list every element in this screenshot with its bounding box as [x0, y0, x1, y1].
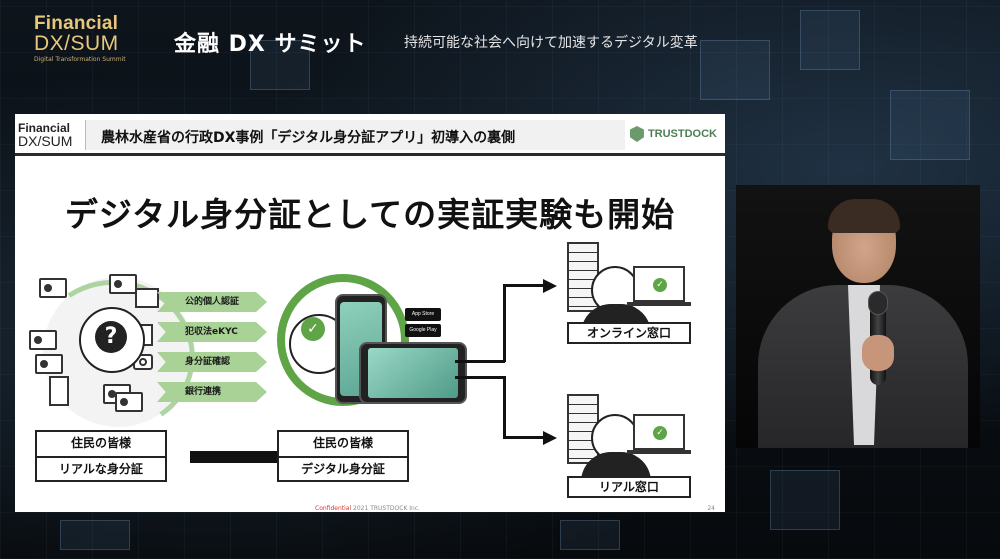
slide-headline: デジタル身分証としての実証実験も開始 [64, 195, 676, 234]
event-title: 金融 DX サミット [174, 32, 367, 57]
slide-logo: Financial DX/SUM [18, 122, 84, 152]
slide-title-bar [85, 120, 625, 150]
slide-page-number: 24 [707, 505, 715, 512]
resident-real-id-box: 住民の皆様 リアルな身分証 [35, 430, 167, 482]
laptop-icon: ✓ [633, 266, 685, 302]
real-counter-label: リアル窓口 [567, 476, 691, 498]
laptop-base [627, 450, 691, 454]
slide-footer: Confidential 2021 TRUSTDOCK Inc. [315, 505, 420, 512]
trustdock-logo: TRUSTDOCK [629, 126, 717, 142]
transition-arrow [190, 443, 294, 471]
speaker-hair [828, 199, 900, 233]
speaker-video [736, 185, 980, 448]
resident-label: 住民の皆様 [70, 436, 131, 450]
shield-icon [629, 126, 644, 142]
laptop-base [627, 302, 691, 306]
resident-label: 住民の皆様 [312, 436, 373, 450]
check-icon: ✓ [653, 278, 667, 292]
arrow-label-public-auth: 公的個人認証 [157, 292, 267, 312]
check-icon: ✓ [653, 426, 667, 440]
slide-header: Financial DX/SUM 農林水産省の行政DX事例「デジタル身分証アプリ… [15, 114, 725, 156]
background-tile [700, 40, 770, 100]
real-id-label: リアルな身分証 [37, 456, 165, 480]
id-card-icon [109, 274, 137, 294]
resident-digital-id-box: 住民の皆様 デジタル身分証 [277, 430, 409, 482]
document-icon [135, 288, 159, 308]
copyright-label: 2021 TRUSTDOCK Inc. [353, 505, 421, 512]
event-logo-tagline: Digital Transformation Summit [34, 56, 126, 63]
arrow-head [543, 279, 557, 293]
background-tile [800, 10, 860, 70]
event-logo-line2: DX/SUM [34, 32, 119, 55]
google-play-badge: Google Play [405, 324, 441, 337]
background-tile [560, 520, 620, 550]
event-subtitle: 持続可能な社会へ向けて加速するデジタル変革 [404, 35, 698, 51]
arrow-head [543, 431, 557, 445]
app-store-badge: App Store [405, 308, 441, 321]
microphone-head [868, 291, 888, 315]
slide-logo-line1: Financial [18, 121, 71, 135]
question-mark-icon: ? [95, 321, 127, 353]
company-name: TRUSTDOCK [647, 128, 717, 140]
arrow-label-ekyc: 犯収法eKYC [157, 322, 267, 342]
confidential-label: Confidential [315, 505, 352, 512]
id-card-icon [35, 354, 63, 374]
speaker-hand [862, 335, 894, 371]
connector-line [503, 284, 543, 287]
connector-line [455, 360, 505, 363]
event-logo: Financial DX/SUM Digital Transformation … [34, 14, 130, 63]
check-icon: ✓ [301, 317, 325, 341]
laptop-icon: ✓ [633, 414, 685, 450]
arrow-label-id-check: 身分証確認 [157, 352, 267, 372]
event-logo-line1: Financial [34, 13, 119, 34]
background-tile [250, 40, 310, 90]
presentation-slide: Financial DX/SUM 農林水産省の行政DX事例「デジタル身分証アプリ… [15, 114, 725, 512]
connector-line [503, 436, 543, 439]
id-card-icon [115, 392, 143, 412]
id-card-icon [29, 330, 57, 350]
slide-header-title: 農林水産省の行政DX事例「デジタル身分証アプリ」初導入の裏側 [101, 130, 516, 146]
background-tile [770, 470, 840, 530]
smartphone-landscape-icon [359, 342, 467, 404]
id-card-icon [39, 278, 67, 298]
slide-logo-line2: DX/SUM [18, 133, 73, 149]
online-counter-label: オンライン窓口 [567, 322, 691, 344]
digital-id-label: デジタル身分証 [279, 456, 407, 480]
connector-line [503, 284, 506, 362]
arrow-label-bank-link: 銀行連携 [157, 382, 267, 402]
background-tile [890, 90, 970, 160]
passport-icon [49, 376, 69, 406]
connector-line [455, 376, 505, 379]
background-tile [60, 520, 130, 550]
connector-line [503, 376, 506, 438]
